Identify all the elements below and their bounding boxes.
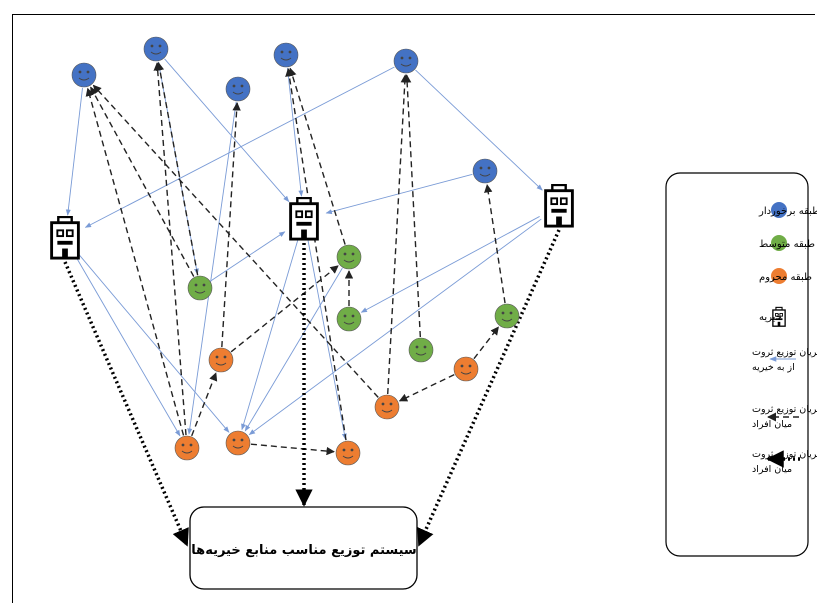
charity-flow-arrow	[415, 69, 543, 191]
legend-middle-label: طبقه متوسط	[759, 239, 815, 250]
poor-person-node	[374, 394, 400, 420]
middle-person-node	[336, 244, 362, 270]
individual-flow-arrow	[230, 265, 339, 353]
legend-flow-between-dot-line2: میان افراد	[752, 464, 792, 475]
individual-flow-arrow	[398, 374, 455, 402]
individual-flow-arrow	[484, 184, 506, 304]
charity-flow-arrow	[210, 231, 286, 282]
legend-charity-label: خیریه	[759, 312, 782, 323]
legend-flow-between-line2: میان افراد	[752, 419, 792, 430]
middle-person-node	[336, 306, 362, 332]
system-box: سیستم توزیع مناسب منابع خیریه‌ها	[189, 506, 418, 590]
individual-flow-arrow	[387, 74, 410, 395]
individual-flow-arrow	[402, 74, 422, 338]
individual-flow-arrow	[90, 86, 195, 277]
system-box-label: سیستم توزیع مناسب منابع خیریه‌ها	[191, 543, 416, 558]
individual-flow-arrow	[85, 87, 185, 436]
individual-flow-arrow	[473, 326, 499, 360]
rich-person-node	[273, 42, 299, 68]
rich-person-node	[472, 158, 498, 184]
poor-person-node	[208, 347, 234, 373]
poor-person-node	[335, 440, 361, 466]
legend-middle-swatch	[771, 235, 787, 251]
poor-person-node	[225, 430, 251, 456]
middle-person-node	[187, 275, 213, 301]
charity-flow-arrow	[164, 58, 290, 203]
charity-icon	[544, 184, 574, 228]
poor-person-node	[174, 435, 200, 461]
legend-rich-label: طبقه برخوردار	[758, 206, 817, 217]
middle-person-node	[408, 337, 434, 363]
rich-person-node	[143, 36, 169, 62]
legend: طبقه برخوردار طبقه متوسط طبقه محروم خیری…	[665, 172, 817, 557]
legend-poor-swatch	[771, 268, 787, 284]
charity-icon	[50, 216, 80, 260]
individual-flow-arrow	[191, 372, 218, 437]
legend-rich-swatch	[771, 202, 787, 218]
charity-flow-arrow	[65, 87, 83, 216]
charity-flow-arrow	[241, 239, 299, 431]
legend-flow-between-dot-line1: جریان توزیع ثروت	[752, 449, 817, 460]
legend-flow-to-charity-line2: از به خیریه	[752, 362, 795, 373]
individual-flow-arrow	[155, 61, 199, 276]
charity-flow-arrow	[360, 216, 540, 313]
charity-flow-arrow	[248, 218, 542, 436]
legend-flow-to-charity-line1: جریان توزیع ثروت	[752, 347, 817, 358]
poor-person-node	[453, 356, 479, 382]
middle-person-node	[494, 303, 520, 329]
system-flow-arrow	[63, 261, 189, 547]
charity-flow-arrow	[307, 240, 347, 440]
legend-poor-label: طبقه محروم	[759, 272, 812, 283]
charity-flow-arrow	[286, 67, 304, 197]
rich-person-node	[225, 76, 251, 102]
individual-flow-arrow	[250, 443, 335, 456]
charity-flow-arrow	[84, 66, 395, 228]
rich-person-node	[393, 48, 419, 74]
individual-flow-arrow	[288, 67, 346, 245]
charity-flow-arrow	[187, 101, 237, 435]
legend-flow-between-line1: جریان توزیع ثروت	[752, 404, 817, 415]
rich-person-node	[71, 62, 97, 88]
charity-flow-arrow	[75, 256, 181, 437]
charity-flow-arrow	[244, 267, 343, 432]
figure-frame	[12, 14, 815, 603]
charity-icon	[289, 197, 319, 241]
diagram-edges	[63, 58, 561, 547]
system-flow-arrow	[417, 229, 561, 547]
individual-flow-arrow	[221, 102, 241, 348]
individual-flow-arrow	[285, 68, 347, 441]
individual-flow-arrow	[153, 62, 187, 436]
diagram-nodes	[50, 36, 574, 466]
